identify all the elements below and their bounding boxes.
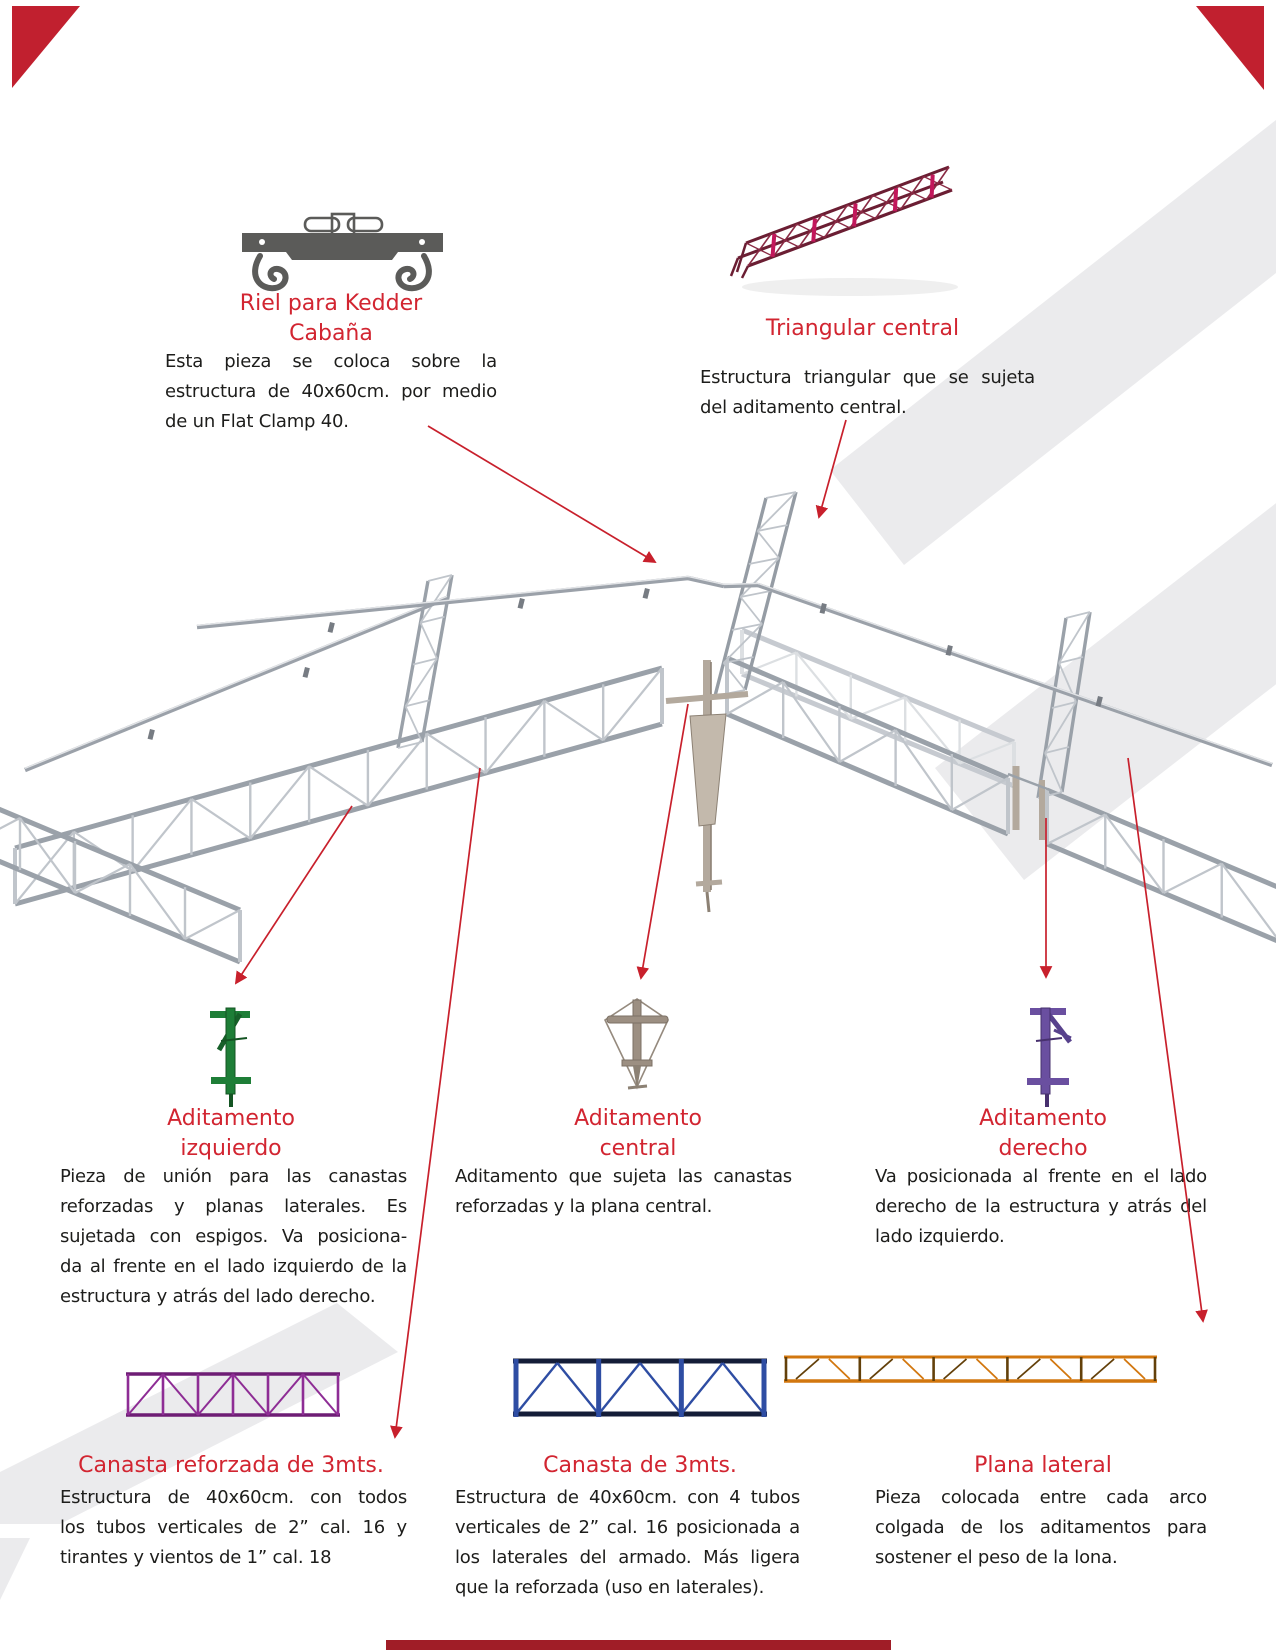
corner-mark-top-right xyxy=(1196,6,1264,90)
aditamento-izquierdo-title: Aditamento izquierdo xyxy=(167,1106,295,1161)
page-corner-decorations xyxy=(12,6,1264,1650)
right-joint-hardware xyxy=(1007,766,1051,840)
leader-arrows xyxy=(234,419,1208,1439)
footer-bar xyxy=(386,1640,891,1650)
aditamento-central-title: Aditamento central xyxy=(574,1106,702,1161)
riel-description: Esta pieza se coloca sobre la estructura… xyxy=(165,351,497,432)
aditamento-central-part-image xyxy=(603,998,670,1090)
aditamento-izquierdo-description: Pieza de unión para las canastas reforza… xyxy=(60,1166,407,1307)
aditamento-derecho-title: Aditamento derecho xyxy=(979,1106,1107,1161)
riel-title: Riel para Kedder Cabaña xyxy=(239,291,423,346)
canasta-title: Canasta de 3mts. xyxy=(543,1453,737,1478)
kite-crossbar xyxy=(606,1015,669,1024)
aditamento-derecho-part-image xyxy=(1027,1007,1072,1107)
arrow-aditamento-izquierdo xyxy=(234,805,353,985)
corner-mark-top-left xyxy=(12,6,80,88)
canasta-reforzada-title: Canasta reforzada de 3mts. xyxy=(78,1453,384,1478)
arrow-plana-lateral xyxy=(1127,757,1208,1323)
bottom-truss-pictograms xyxy=(126,1355,1157,1417)
aditamento-central-description: Aditamento que sujeta las canastas refor… xyxy=(455,1166,792,1217)
aditamento-izquierdo-part-image xyxy=(210,1007,251,1107)
central-aditamento-on-structure xyxy=(665,660,749,913)
plana-lateral-title: Plana lateral xyxy=(974,1453,1112,1478)
arrow-riel xyxy=(427,425,657,563)
triangular-description: Estructura triangular que se sujeta del … xyxy=(700,367,1035,418)
canasta-description: Estructura de 40x60cm. con 4 tubos verti… xyxy=(455,1487,800,1598)
aditamento-derecho-description: Va posicionada al frente en el lado dere… xyxy=(875,1166,1207,1247)
triangular-central-part-image xyxy=(729,165,958,296)
arrow-canasta-reforzada xyxy=(390,767,481,1439)
arrow-aditamento-central xyxy=(636,703,689,980)
riel-body xyxy=(242,233,443,260)
riel-kedder-part-image xyxy=(242,212,443,292)
canasta-reforzada-description: Estructura de 40x60cm. con todos los tub… xyxy=(60,1487,407,1568)
plana-lateral-description: Pieza colocada entre cada arco colgada d… xyxy=(875,1487,1207,1568)
triangular-title: Triangular central xyxy=(765,316,960,341)
arrow-triangular xyxy=(815,419,847,519)
main-structure-render xyxy=(0,491,1276,965)
